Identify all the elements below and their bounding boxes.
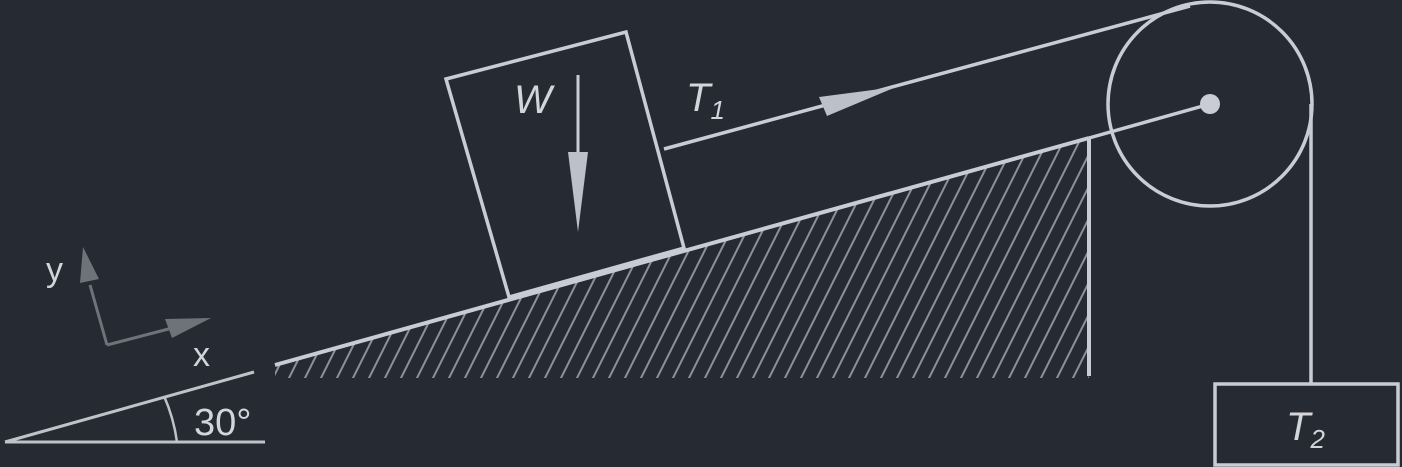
label-angle: 30° [194, 402, 251, 444]
label-weight: W [514, 78, 555, 122]
hatch-line [959, 138, 1089, 378]
hatch-line [275, 138, 349, 378]
hatch-line [275, 138, 365, 378]
axes-icon [80, 247, 211, 347]
pulley-axle [1200, 94, 1220, 114]
hatch-line [287, 138, 429, 378]
incline-surface [274, 136, 1090, 367]
angle-indicator [4, 370, 265, 444]
hatch-line [1055, 138, 1089, 378]
hatch-line [275, 138, 333, 378]
label-axis-x: x [193, 336, 210, 374]
block-w [443, 29, 687, 300]
hatch-line [275, 138, 413, 378]
hatch-line [1039, 138, 1089, 378]
hatch-line [975, 138, 1089, 378]
hatch-line [275, 138, 381, 378]
rope-t1 [663, 4, 1191, 151]
hatch-line [275, 138, 301, 378]
label-tension-1: T1 [686, 76, 725, 125]
weight-arrow [568, 75, 588, 232]
hatch-line [1007, 138, 1089, 378]
tension-1-arrowhead [819, 87, 896, 116]
hatch-line [1023, 138, 1089, 378]
pulley-arm [1088, 102, 1211, 140]
hatch-line [1087, 138, 1089, 378]
label-tension-2: T2 [1286, 405, 1325, 454]
label-axis-y: y [46, 251, 63, 289]
hatch-line [991, 138, 1089, 378]
hatch-line [1104, 100, 1244, 380]
block-t2 [1213, 382, 1400, 467]
hatch-line [1071, 138, 1089, 378]
